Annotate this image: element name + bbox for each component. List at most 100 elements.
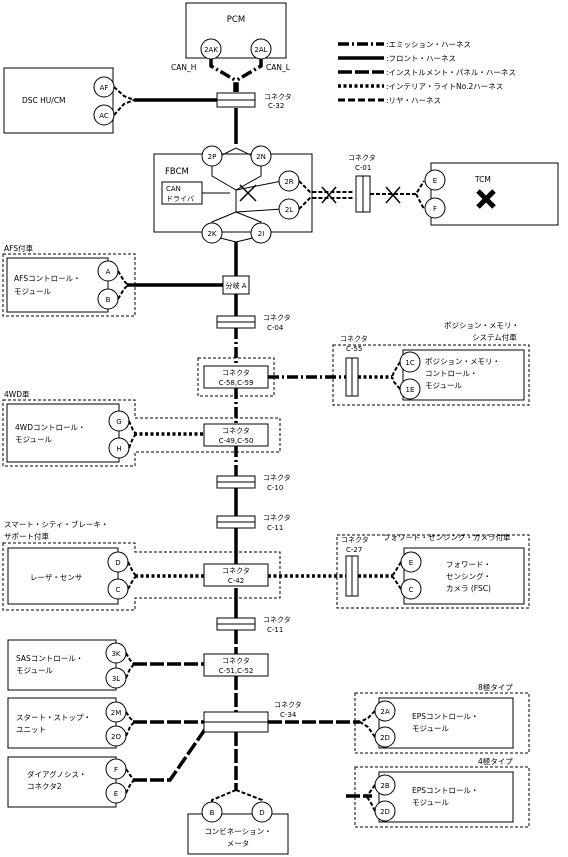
sas-pin-wires xyxy=(125,652,135,679)
eps8-line2: モジュール xyxy=(412,724,449,733)
posmem-line3: モジュール xyxy=(425,381,462,390)
tcm-title: TCM xyxy=(474,175,491,184)
c49-line1: コネクタ xyxy=(222,426,250,435)
connector-c58: コネクタ C-58,C-59 xyxy=(197,357,275,397)
start-stop-line2: ユニット xyxy=(16,725,46,734)
diag-pin-e-label: E xyxy=(114,790,118,798)
pcm-module: PCM 2AK 2AL CAN_H CAN_L xyxy=(171,2,291,72)
c01-line2: C-01 xyxy=(355,164,371,172)
scbs-group: スマート・シティ・ブレーキ・ サポート付車 レーザ・センサ D C コネクタ C… xyxy=(2,519,281,611)
awd-pin-g-label: G xyxy=(116,418,121,426)
c49-line2: C-49,C-50 xyxy=(219,437,254,445)
branch-a-label: 分岐 A xyxy=(225,281,246,290)
wire-pcm-can-h xyxy=(209,58,237,92)
diag-pin-wires xyxy=(125,768,135,794)
connector-c11a: コネクタ C-11 xyxy=(216,513,291,532)
legend-front-label: :フロント・ハーネス xyxy=(386,54,456,63)
combination-meter: コンビネーション・ メータ B D xyxy=(187,789,289,855)
fbcm-pin-2r-label: 2R xyxy=(284,178,293,186)
branch-a: 分岐 A xyxy=(222,275,250,295)
c11b-line2: C-11 xyxy=(267,626,283,634)
pcm-pin-2al-label: 2AL xyxy=(254,46,267,54)
legend-rear-label: :リヤ・ハーネス xyxy=(386,96,441,105)
diag-box xyxy=(7,756,117,808)
fsc-line1: フォワード・ xyxy=(446,560,491,569)
eps8-box xyxy=(378,697,514,749)
start-stop-module: スタート・ストップ・ ユニット 2M 2O xyxy=(7,697,135,749)
connector-c34: コネクタ C-34 xyxy=(203,700,302,733)
cut-mark-fbcm-right-b xyxy=(321,186,337,204)
harness-wires xyxy=(127,58,392,798)
legend-emission-label: :エミッション・ハーネス xyxy=(386,40,471,49)
c32-line2: C-32 xyxy=(268,102,284,110)
meter-pin-b-label: B xyxy=(210,809,215,817)
c27-line1: コネクタ xyxy=(341,535,369,544)
awd-group-label: 4WD車 xyxy=(4,389,30,399)
c34-line1: コネクタ xyxy=(274,700,302,709)
sas-pin-3l-label: 3L xyxy=(112,675,120,683)
tcm-x-icon-b xyxy=(476,189,496,209)
c58-line2: C-58,C-59 xyxy=(219,379,254,387)
cut-mark-fbcm-left-b xyxy=(239,184,257,202)
eps8-group-frame xyxy=(354,692,530,754)
c49-body xyxy=(203,423,269,447)
dsc-pin-af-label: AF xyxy=(100,84,109,92)
laser-label: レーザ・センサ xyxy=(30,573,82,582)
fbcm-pin-2n xyxy=(250,145,272,167)
start-stop-pin-2m-label: 2M xyxy=(111,709,122,717)
legend-interior-label: :インテリア・ライトNo.2ハーネス xyxy=(386,82,503,91)
fbcm-pin-2p-label: 2P xyxy=(208,153,217,161)
laser-pin-d-label: D xyxy=(115,559,120,567)
fbcm-pin-2i xyxy=(250,222,272,244)
posmem-box xyxy=(402,349,525,401)
c55-line1: コネクタ xyxy=(340,334,368,343)
c58-line1: コネクタ xyxy=(222,368,250,377)
awd-group: 4WD車 4WDコントロール・ モジュール G H コネクタ C-49,C-50 xyxy=(2,389,281,467)
diag-line2: コネクタ2 xyxy=(27,782,62,791)
fbcm-pin-2p xyxy=(201,145,223,167)
fsc-pin-e-label: E xyxy=(409,559,413,567)
afs-line2: モジュール xyxy=(14,287,51,296)
sas-line1: SASコントロール・ xyxy=(16,654,83,663)
eps4-pin-2d-label: 2D xyxy=(380,808,390,816)
afs-module: AFS付車 AFSコントロール・ モジュール A B xyxy=(2,243,136,317)
meter-line2: メータ xyxy=(227,839,250,848)
c04-line1: コネクタ xyxy=(263,313,291,322)
c32-line1: コネクタ xyxy=(264,92,292,101)
afs-box xyxy=(6,257,109,313)
fbcm-pin-2i-label: 2I xyxy=(258,230,265,238)
tcm-pin-f-label: F xyxy=(433,205,437,213)
laser-pin-c-label: C xyxy=(116,586,121,594)
eps-4pin-group: 4極タイプ EPSコントロール・ モジュール 2B 2D xyxy=(354,756,530,828)
eps8-pin-2a-label: 2A xyxy=(380,708,389,716)
meter-pin-b xyxy=(201,801,223,823)
dsc-module: DSC HU/CM AF AC xyxy=(3,67,135,134)
sas-box xyxy=(7,639,117,691)
connector-c01: コネクタ C-01 xyxy=(348,153,425,213)
awd-line1: 4WDコントロール・ xyxy=(15,423,85,432)
c11a-line2: C-11 xyxy=(267,524,283,532)
c42-line2: C-42 xyxy=(228,577,244,585)
eps8-pin-2d-label: 2D xyxy=(380,734,390,742)
fbcm-pin-2k-label: 2K xyxy=(207,230,216,238)
diag-connector: ダイアグノシス・ コネクタ2 F E xyxy=(7,756,135,808)
c01-line1: コネクタ xyxy=(348,153,376,162)
connector-c32: コネクタ C-32 xyxy=(216,92,292,110)
c11b-line1: コネクタ xyxy=(263,615,291,624)
dsc-pin-ac-label: AC xyxy=(99,112,109,120)
posmem-line2: コントロール・ xyxy=(425,369,478,378)
wire-pcm-can-l xyxy=(235,58,263,92)
scbs-group-line1: スマート・シティ・ブレーキ・ xyxy=(4,519,108,529)
diag-pin-f-label: F xyxy=(114,766,118,774)
pcm-title: PCM xyxy=(227,15,245,25)
sas-pin-3k-label: 3K xyxy=(111,650,120,658)
pcm-pin-2al xyxy=(250,38,272,60)
eps4-group-frame xyxy=(354,766,530,828)
c55-line2: C-55 xyxy=(346,345,362,353)
fbcm-pin-2l-label: 2L xyxy=(285,206,293,214)
dsc-pin-wires xyxy=(113,86,135,116)
tcm-pin-e xyxy=(424,169,446,191)
meter-pin-wires xyxy=(211,789,263,806)
awd-pin-h-label: H xyxy=(116,445,121,453)
eps8-pin-wires xyxy=(359,710,376,738)
